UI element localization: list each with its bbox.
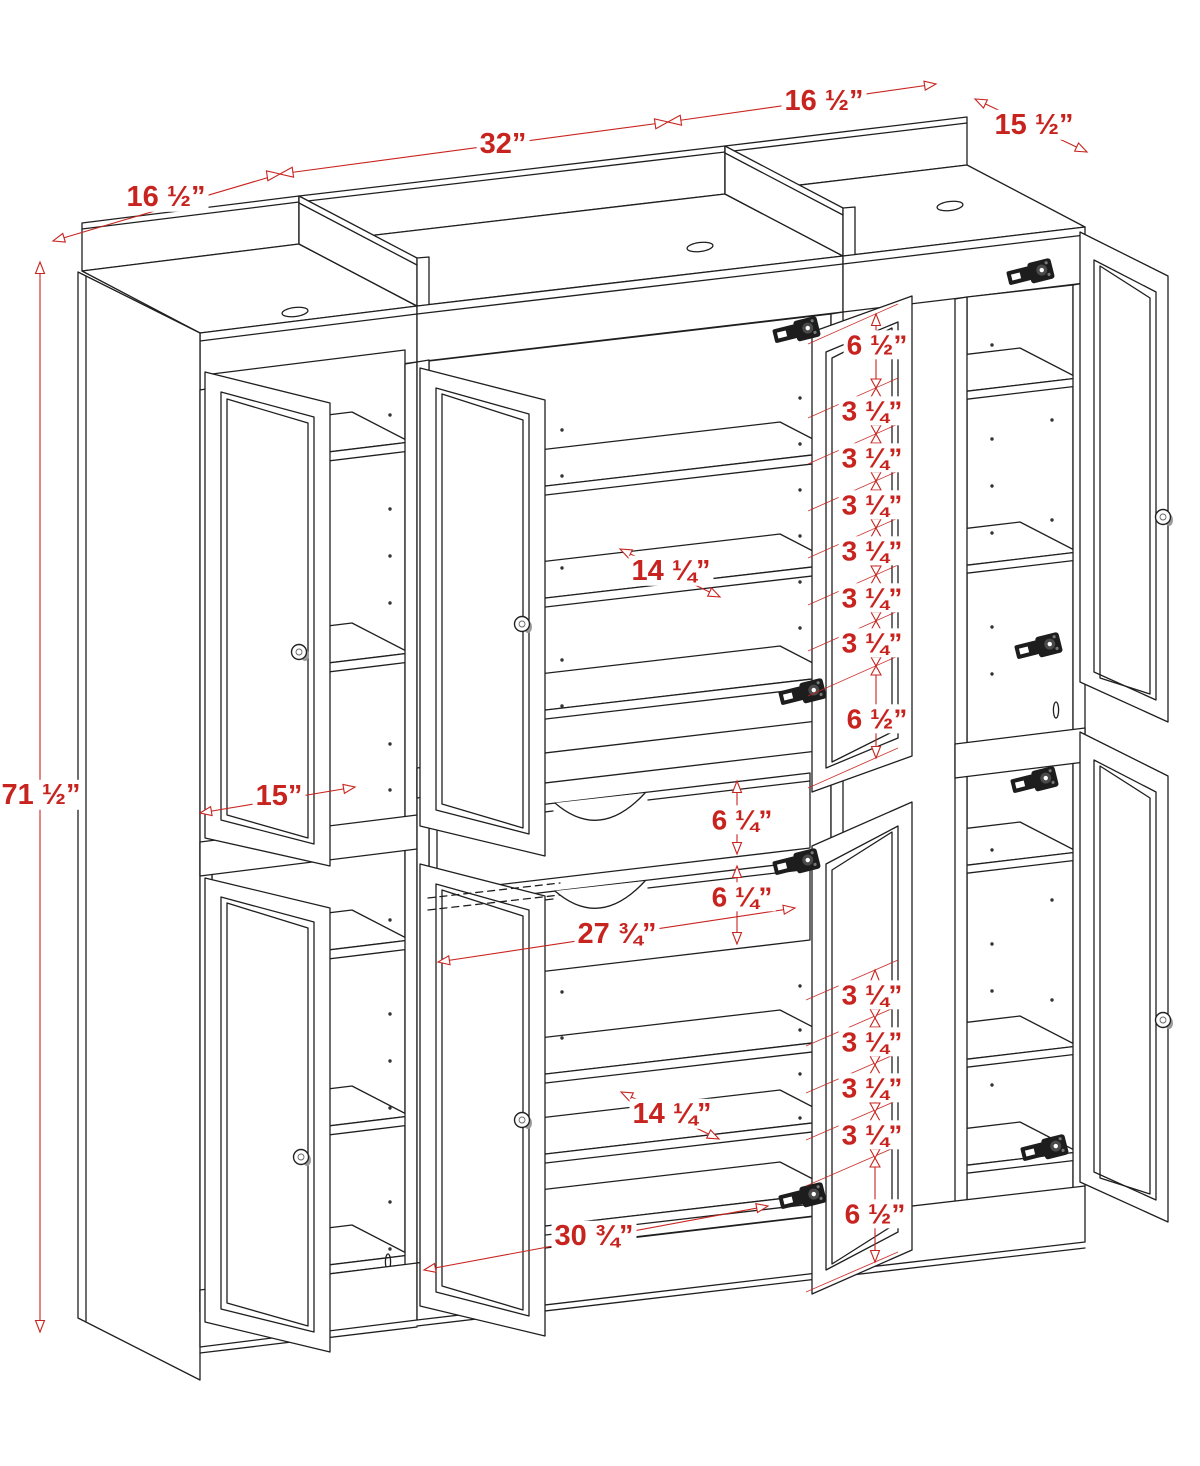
dim-top-width-center: 32” <box>476 128 530 159</box>
dim-lower-spacing-3: 3 ¼” <box>838 1120 906 1150</box>
dim-upper-spacing-2: 3 ¼” <box>838 443 906 473</box>
dim-bottom-opening-width: 30 ¾” <box>551 1220 637 1251</box>
dim-upper-spacing-7: 6 ½” <box>843 704 911 734</box>
door-right-lower <box>1079 731 1169 1223</box>
dim-drawer-height-top: 6 ¼” <box>708 805 776 835</box>
door-left-upper <box>204 371 331 867</box>
dim-overall-height: 71 ½” <box>0 779 84 810</box>
dim-upper-spacing-0: 6 ½” <box>843 330 911 360</box>
left-side-panel <box>77 271 201 1381</box>
door-middle-left-upper <box>419 367 546 857</box>
door-left-lower <box>204 877 331 1353</box>
dim-upper-spacing-6: 3 ¼” <box>838 628 906 658</box>
dim-upper-spacing-4: 3 ¼” <box>838 536 906 566</box>
dim-upper-spacing-5: 3 ¼” <box>838 583 906 613</box>
dim-drawer-height-bottom: 6 ¼” <box>708 882 776 912</box>
dim-shelf-depth-upper: 14 ¼” <box>628 555 714 586</box>
dim-upper-spacing-1: 3 ¼” <box>838 396 906 426</box>
dim-lower-spacing-4: 6 ½” <box>841 1199 909 1229</box>
dim-lower-spacing-1: 3 ¼” <box>838 1027 906 1057</box>
dim-left-shelf-width: 15” <box>252 780 306 811</box>
door-right-upper <box>1079 231 1169 723</box>
dim-top-width-left: 16 ½” <box>123 181 209 212</box>
drawer-top <box>436 772 811 893</box>
dim-lower-spacing-0: 3 ¼” <box>838 980 906 1010</box>
dim-drawer-width: 27 ¾” <box>574 918 660 949</box>
dim-upper-spacing-3: 3 ¼” <box>838 490 906 520</box>
dim-top-width-right: 16 ½” <box>781 85 867 116</box>
dim-lower-spacing-2: 3 ¼” <box>838 1073 906 1103</box>
dim-top-depth: 15 ½” <box>991 109 1077 140</box>
dim-shelf-depth-lower: 14 ¼” <box>629 1098 715 1129</box>
door-middle-left-lower <box>419 863 546 1337</box>
